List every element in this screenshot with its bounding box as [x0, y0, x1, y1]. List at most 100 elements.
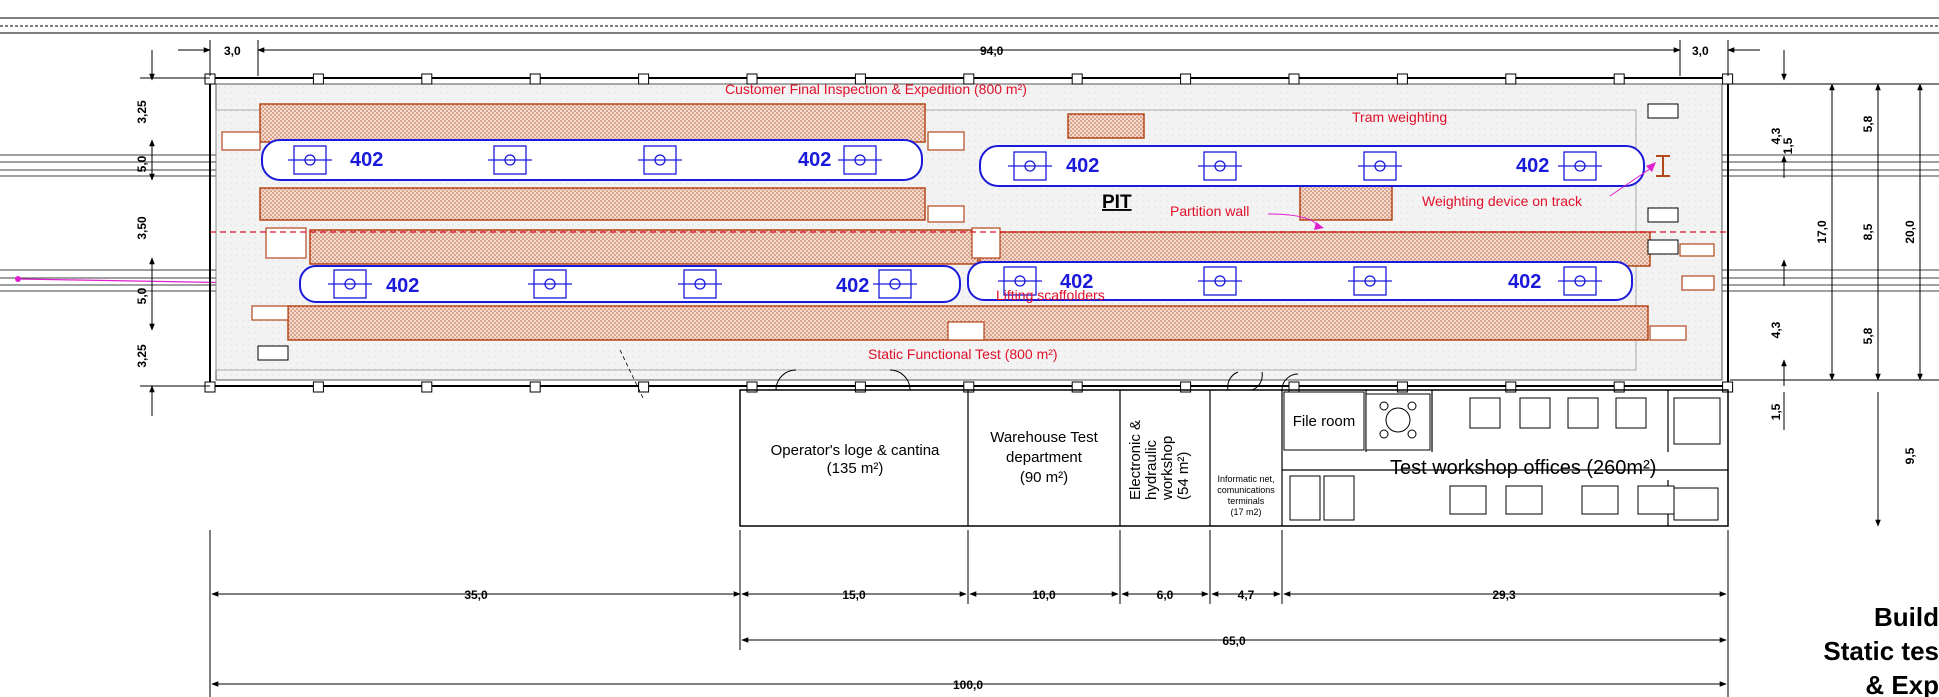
column-marker — [854, 73, 866, 85]
dim-bottom-4: 6,0 — [1157, 588, 1174, 602]
title-line1: Build — [1874, 602, 1939, 632]
room-warehouse: Warehouse Test department (90 m²) — [990, 429, 1098, 486]
desk-icon — [1567, 397, 1599, 429]
static-functional-label: Static Functional Test (800 m²) — [868, 346, 1058, 362]
dim-right-lower-1: 1,5 — [1769, 403, 1783, 420]
right-dimension-labels: 4,3 1,5 4,3 5,8 8,5 5,8 17,0 20,0 1,5 9,… — [1769, 115, 1917, 464]
tram-weighting-label: Tram weighting — [1352, 109, 1447, 125]
column-marker — [529, 381, 541, 393]
scaffold-3 — [309, 229, 979, 265]
right-dimension-lines — [1730, 50, 1939, 527]
dash-leader — [619, 349, 645, 401]
equipment-boxes — [257, 103, 1679, 361]
room-informatic-line2: comunications — [1217, 485, 1275, 495]
tram-codes: 402 402 402 402 402 402 402 402 — [350, 149, 1549, 297]
weighting-device-label: Weighting device on track — [1422, 193, 1583, 209]
left-dimension-labels: 3,25 5,0 3,50 5,0 3,25 — [135, 100, 149, 368]
door-swings — [775, 369, 1299, 391]
desk-icon — [1615, 397, 1647, 429]
tram-3 — [299, 265, 961, 303]
title-line3: & Exp — [1865, 670, 1939, 697]
column-marker — [529, 73, 541, 85]
trams — [261, 139, 1645, 303]
dim-top-right: 3,0 — [1692, 44, 1709, 58]
column-marker — [1505, 73, 1517, 85]
desk-icon — [1449, 485, 1487, 515]
stairs — [221, 131, 1715, 341]
column-marker — [638, 381, 650, 393]
customer-inspection-label: Customer Final Inspection & Expedition (… — [725, 81, 1027, 97]
partition-wall-label: Partition wall — [1170, 203, 1249, 219]
office-desks — [1289, 397, 1721, 521]
tram-code: 402 — [350, 149, 383, 171]
bottom-dimension-lines — [209, 530, 1729, 697]
column-marker — [1396, 381, 1408, 393]
desk-icon — [1519, 397, 1551, 429]
annex-outline — [739, 389, 1729, 527]
dim-right-outer: 17,0 — [1815, 220, 1829, 244]
room-warehouse-line2: department — [1006, 449, 1083, 466]
structural-columns — [204, 73, 1734, 393]
room-informatic-line4: (17 m2) — [1230, 507, 1261, 517]
room-electronic-line3: workshop — [1159, 436, 1176, 501]
column-marker — [1180, 381, 1192, 393]
annotation-arrowheads — [1314, 162, 1656, 230]
room-electronic: Electronic & hydraulic workshop (54 m²) — [1127, 420, 1192, 501]
tram-bogies — [288, 145, 1602, 299]
dim-top-left: 3,0 — [224, 44, 241, 58]
dim-left-4: 5,0 — [135, 287, 149, 304]
room-operators-line2: (135 m²) — [827, 460, 884, 477]
tram-code: 402 — [1516, 155, 1549, 177]
workstation-icon — [1289, 475, 1321, 521]
dim-bottom-mid: 65,0 — [1222, 634, 1246, 648]
dim-bottom-5: 4,7 — [1238, 588, 1255, 602]
room-informatic-line1: Informatic net, — [1217, 474, 1274, 484]
room-electronic-line1: Electronic & — [1127, 420, 1144, 500]
tram-code: 402 — [1060, 271, 1093, 293]
column-marker — [1396, 73, 1408, 85]
dim-right-lower-2: 9,5 — [1903, 447, 1917, 464]
left-dimension-line — [140, 50, 210, 416]
dim-bottom-total: 100,0 — [953, 678, 983, 692]
column-marker — [746, 73, 758, 85]
column-marker — [421, 73, 433, 85]
column-marker — [1505, 381, 1517, 393]
dim-right-inner-2: 1,5 — [1781, 137, 1795, 154]
column-marker — [312, 381, 324, 393]
dim-right-inner-3: 4,3 — [1769, 321, 1783, 338]
dim-left-1: 3,25 — [135, 100, 149, 124]
dim-top-main: 94,0 — [980, 44, 1004, 58]
scaffold-4 — [979, 231, 1651, 267]
column-marker — [638, 73, 650, 85]
tram-4 — [967, 261, 1633, 301]
tram-code: 402 — [836, 275, 869, 297]
column-marker — [746, 381, 758, 393]
tram-2 — [979, 145, 1645, 187]
room-informatic-line3: terminals — [1228, 496, 1265, 506]
workstation-icon — [1323, 475, 1355, 521]
column-marker — [421, 381, 433, 393]
column-marker — [963, 381, 975, 393]
tram-code: 402 — [386, 275, 419, 297]
column-marker — [204, 381, 216, 393]
dim-bottom-1: 35,0 — [464, 588, 488, 602]
dim-right-total: 20,0 — [1903, 220, 1917, 244]
dim-right-mid-3: 5,8 — [1861, 327, 1875, 344]
pit-label: PIT — [1102, 192, 1132, 213]
lifting-scaffolders-label: Lifting scaffolders — [996, 287, 1105, 303]
dim-left-2: 5,0 — [135, 155, 149, 172]
column-marker — [1613, 73, 1625, 85]
room-operators-line1: Operator's loge & cantina — [771, 442, 940, 459]
column-marker — [1071, 73, 1083, 85]
column-marker — [1071, 381, 1083, 393]
desk-icon — [1505, 485, 1543, 515]
room-electronic-line2: hydraulic — [1143, 439, 1160, 500]
desk-icon — [1469, 397, 1501, 429]
tram-1 — [261, 139, 923, 181]
dim-bottom-6: 29,3 — [1492, 588, 1516, 602]
room-warehouse-line3: (90 m²) — [1020, 469, 1068, 486]
column-marker — [1180, 73, 1192, 85]
room-warehouse-line1: Warehouse Test — [990, 429, 1098, 446]
column-marker — [963, 73, 975, 85]
room-operators: Operator's loge & cantina (135 m²) — [771, 442, 940, 477]
